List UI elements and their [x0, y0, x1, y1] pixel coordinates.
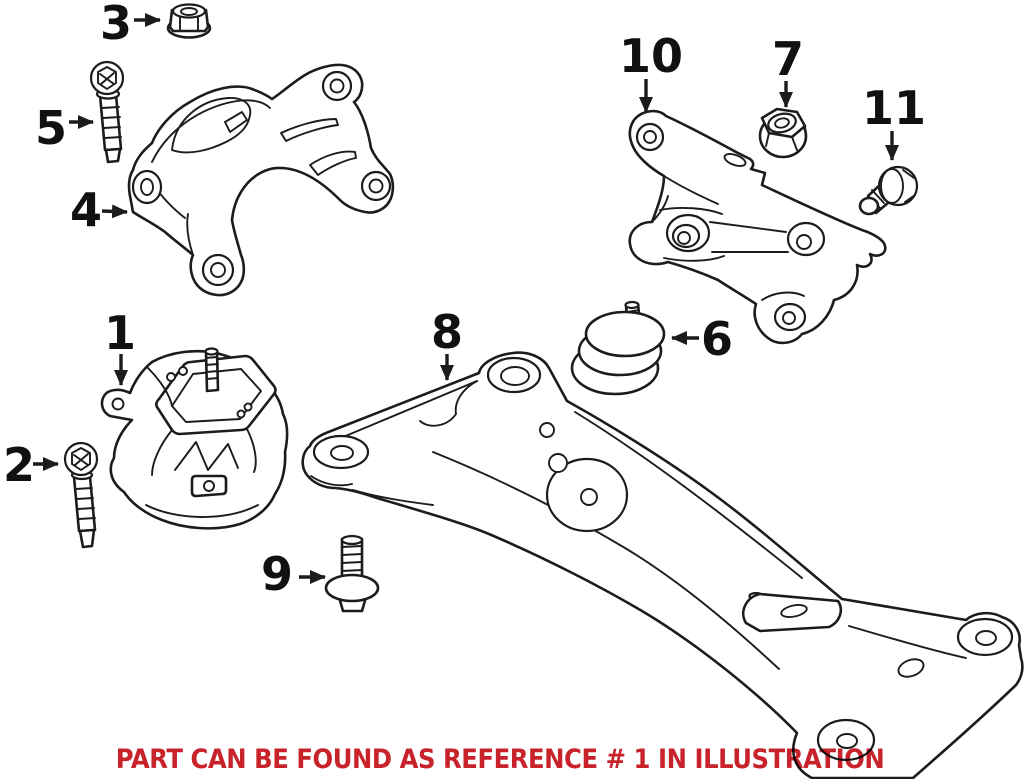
callout-number-2: 2 — [3, 438, 35, 492]
crossmember-drawing — [301, 351, 1024, 779]
screw-9-drawing — [324, 534, 380, 613]
callout-number-9: 9 — [261, 547, 293, 601]
callout-arrow-4 — [101, 204, 128, 219]
callout-number-7: 7 — [772, 32, 804, 86]
bolt-5-drawing — [89, 60, 125, 164]
bolt-2-drawing — [63, 441, 99, 549]
engine-bracket-drawing — [127, 63, 395, 297]
engine-mount-drawing — [100, 347, 289, 530]
callout-number-3: 3 — [100, 0, 132, 50]
flange-nut-drawing — [166, 3, 212, 39]
callout-number-4: 4 — [70, 183, 102, 237]
transmission-mount-drawing — [570, 300, 666, 396]
callout-numbers: 1 2 3 4 5 6 7 8 9 10 11 — [3, 0, 926, 601]
callout-number-1: 1 — [104, 306, 136, 360]
callout-number-8: 8 — [431, 305, 463, 359]
bolt-11-drawing — [858, 165, 919, 216]
callout-number-11: 11 — [862, 81, 926, 135]
transmission-bracket-drawing — [628, 109, 887, 345]
callout-number-10: 10 — [619, 29, 683, 83]
flange-nut-7-drawing — [758, 107, 808, 159]
callout-number-5: 5 — [35, 101, 67, 155]
reference-note: PART CAN BE FOUND AS REFERENCE # 1 IN IL… — [115, 744, 885, 775]
callout-arrows — [33, 13, 899, 584]
callout-number-6: 6 — [701, 312, 733, 366]
